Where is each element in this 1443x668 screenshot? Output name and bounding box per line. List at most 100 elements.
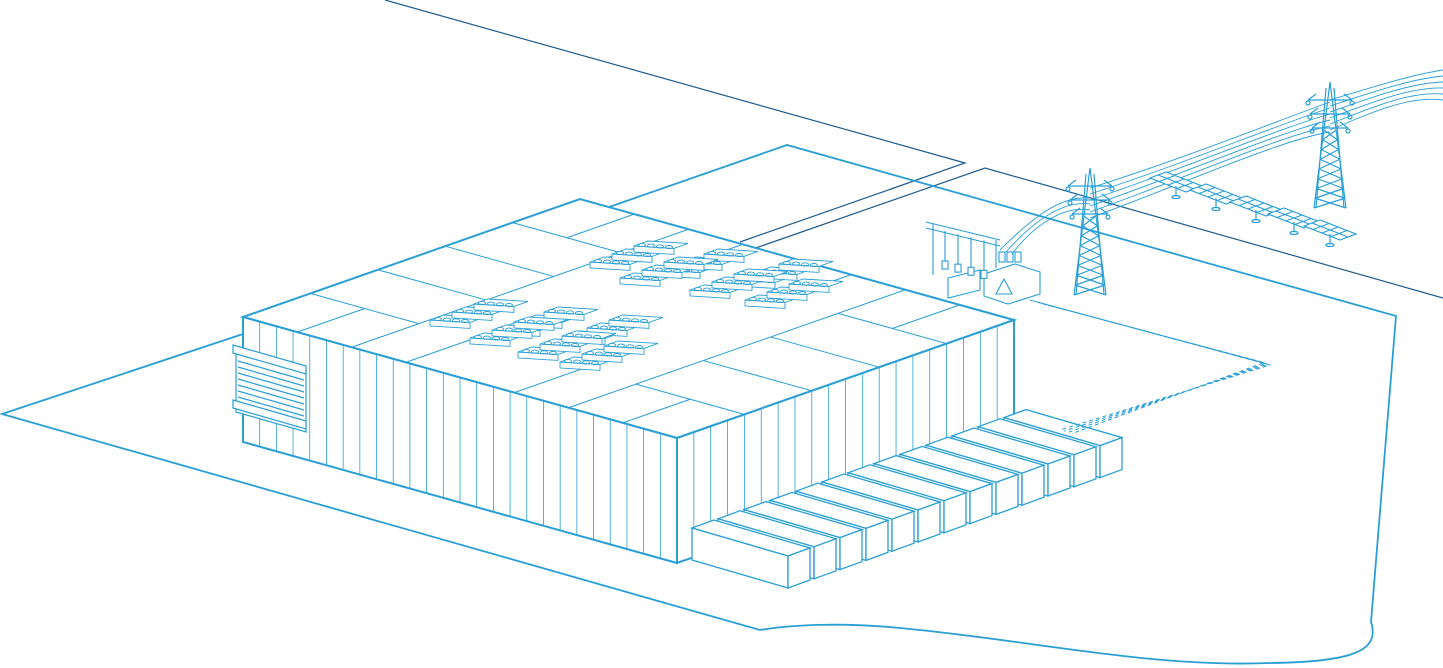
insulator-cap	[954, 263, 962, 273]
generator-side	[1021, 464, 1045, 507]
tower-brace	[1323, 129, 1338, 141]
fan	[793, 280, 801, 286]
cable-dash	[1029, 299, 1272, 431]
roof-strip-line	[377, 269, 487, 301]
fan	[586, 350, 594, 356]
fan	[573, 359, 581, 364]
fan	[523, 329, 531, 334]
tower-arm	[1311, 121, 1321, 129]
fan	[456, 308, 464, 314]
fan	[474, 310, 482, 315]
tower-brace	[1322, 129, 1337, 141]
louver-line	[237, 366, 305, 387]
power-line	[1089, 101, 1331, 189]
power-line	[999, 197, 1091, 251]
building-entrance-canopy	[232, 344, 307, 433]
fan	[487, 301, 495, 306]
fan	[595, 351, 603, 356]
generator-side	[995, 473, 1019, 516]
tower-brace	[1316, 178, 1343, 190]
power-line	[1089, 125, 1331, 213]
power-line	[1329, 81, 1443, 113]
tower-arm	[1307, 93, 1317, 101]
generator-side	[969, 482, 993, 525]
fan	[612, 260, 620, 265]
roof-strip-line	[445, 245, 554, 277]
data-center-building	[232, 197, 1018, 565]
cable-dash	[1041, 303, 1266, 435]
panel-base	[1325, 242, 1335, 248]
generator-container-row	[689, 408, 1125, 589]
overhead-power-lines	[999, 69, 1443, 255]
fan	[621, 261, 629, 266]
louver-line	[237, 396, 305, 417]
fan	[575, 311, 583, 316]
insulator-ring	[1105, 214, 1111, 220]
tower-brace	[1081, 225, 1098, 237]
power-line	[1005, 203, 1091, 253]
fan	[613, 316, 621, 322]
tower-arm	[1101, 193, 1111, 201]
tower-brace	[1079, 235, 1099, 247]
tower-brace	[1073, 284, 1105, 296]
fan	[655, 267, 663, 272]
fan	[557, 309, 565, 314]
fan	[617, 343, 625, 348]
insulator-cap	[941, 260, 949, 270]
louver-line	[237, 372, 305, 393]
rooftop-cooling-units	[429, 240, 844, 371]
fan	[608, 342, 616, 348]
panel-base	[1171, 194, 1181, 200]
fan	[591, 361, 599, 366]
fan	[638, 242, 646, 248]
fan	[505, 303, 513, 308]
cable-dash	[1037, 301, 1268, 433]
electrical-substation	[925, 221, 1041, 305]
fan	[571, 343, 579, 348]
roof-strip-line	[770, 336, 880, 368]
power-line	[1329, 87, 1443, 119]
fan	[566, 310, 574, 315]
switchgear-box	[947, 269, 981, 299]
fan	[788, 271, 796, 276]
tower-leg	[1329, 81, 1347, 209]
insulator-ring	[1067, 200, 1073, 206]
fan	[765, 273, 773, 278]
cable-dash	[1033, 300, 1270, 432]
fan	[594, 258, 602, 264]
power-line	[1329, 75, 1443, 107]
tower-brace	[1077, 254, 1102, 266]
fan	[613, 353, 621, 358]
fan	[514, 328, 522, 333]
tower-brace	[1321, 139, 1338, 151]
tower-brace	[1083, 215, 1098, 227]
fan	[501, 337, 509, 342]
fan	[461, 319, 469, 324]
panel-cell-line	[1237, 198, 1275, 214]
fan	[668, 258, 676, 264]
fan	[743, 281, 751, 286]
high-voltage-warning-icon	[995, 277, 1013, 295]
fan	[609, 326, 617, 331]
fan	[625, 251, 633, 256]
tower-brace	[1322, 139, 1339, 151]
generator-side	[1099, 436, 1123, 479]
solar-panel-array	[1148, 171, 1358, 248]
tower-leg	[1073, 167, 1091, 296]
roof-division-line	[568, 289, 906, 409]
insulator-ring	[1347, 114, 1353, 120]
fan	[496, 302, 504, 307]
generator-side	[943, 491, 967, 534]
fan	[792, 261, 800, 266]
fan	[593, 335, 601, 340]
fan	[582, 360, 590, 365]
tower-leg	[1313, 81, 1331, 209]
louver-line	[237, 384, 305, 405]
fan	[656, 244, 664, 249]
power-line	[1089, 113, 1331, 201]
fan	[634, 252, 642, 257]
roof-division-line	[351, 228, 689, 348]
fan	[536, 320, 544, 325]
fan	[622, 317, 630, 322]
